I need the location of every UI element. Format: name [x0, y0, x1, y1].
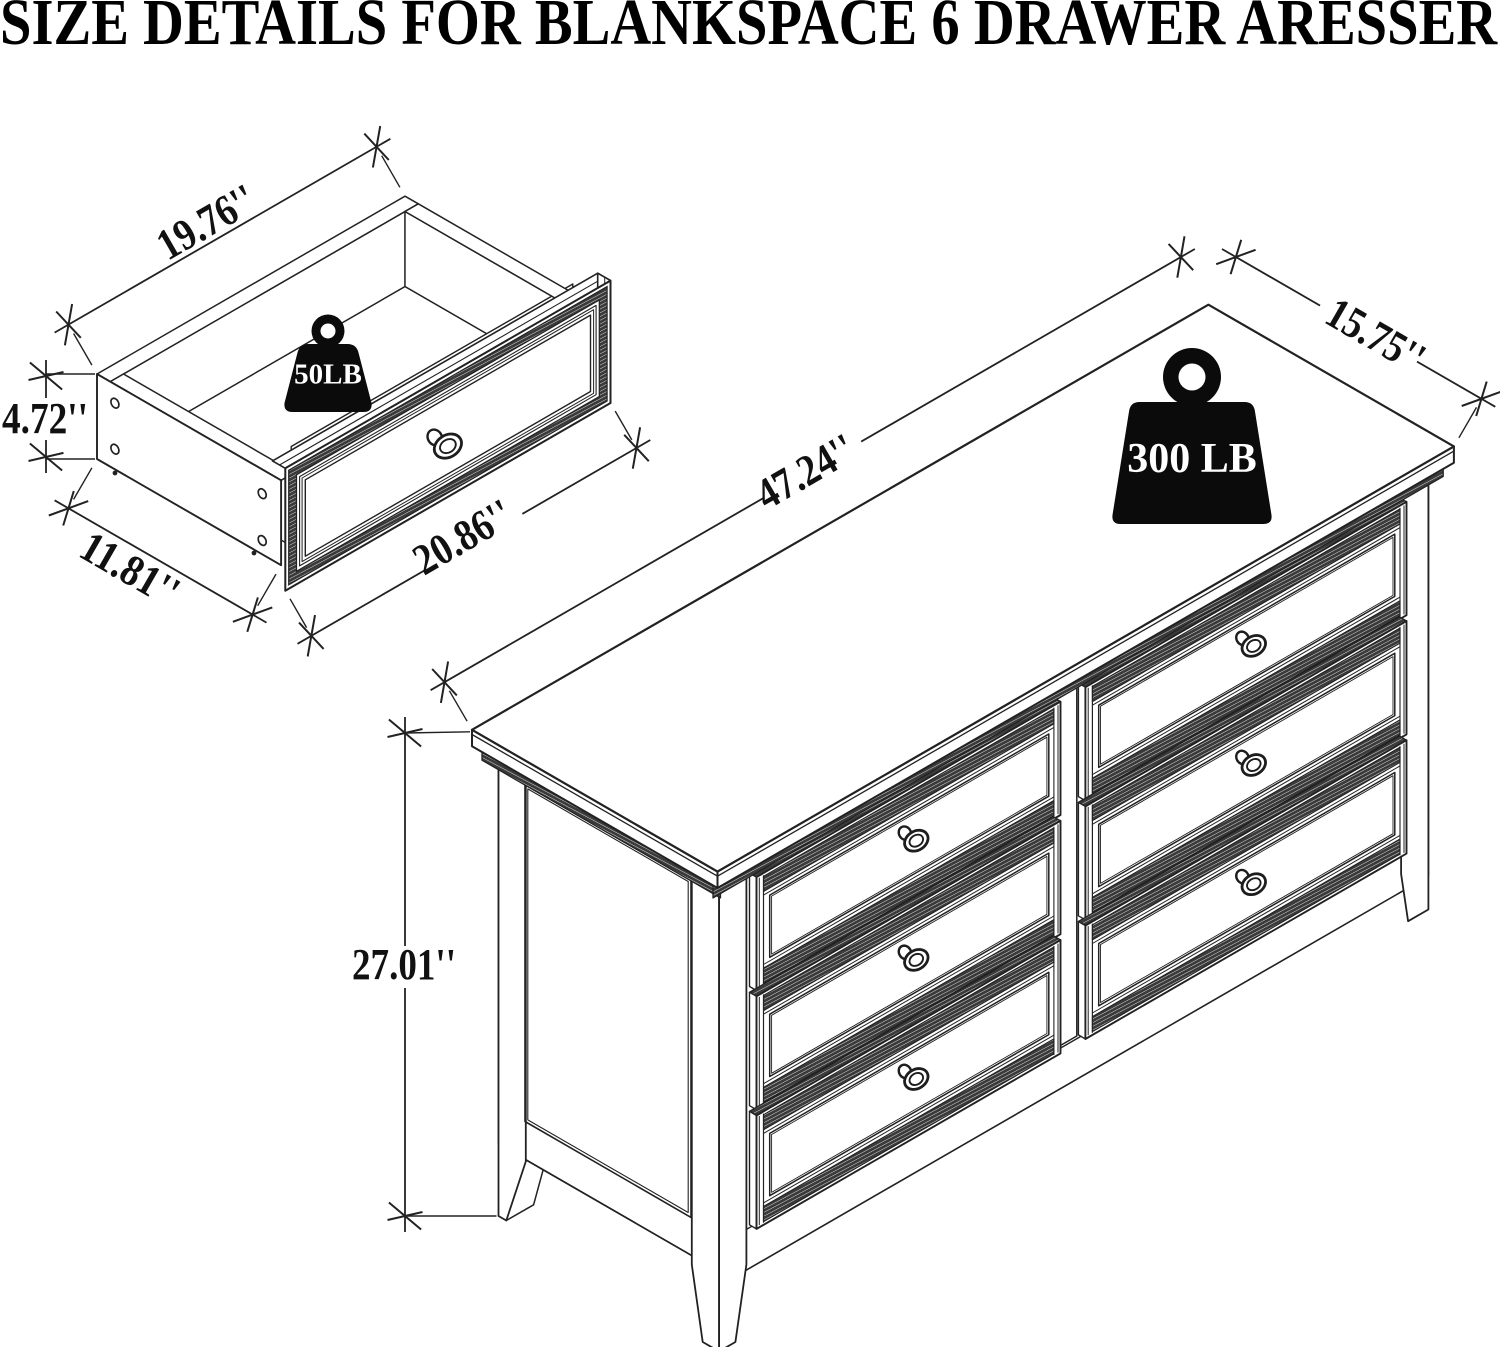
- svg-text:50LB: 50LB: [294, 359, 362, 391]
- svg-text:300 LB: 300 LB: [1127, 436, 1257, 482]
- svg-text:27.01'': 27.01'': [352, 940, 456, 989]
- svg-text:4.72'': 4.72'': [2, 394, 88, 443]
